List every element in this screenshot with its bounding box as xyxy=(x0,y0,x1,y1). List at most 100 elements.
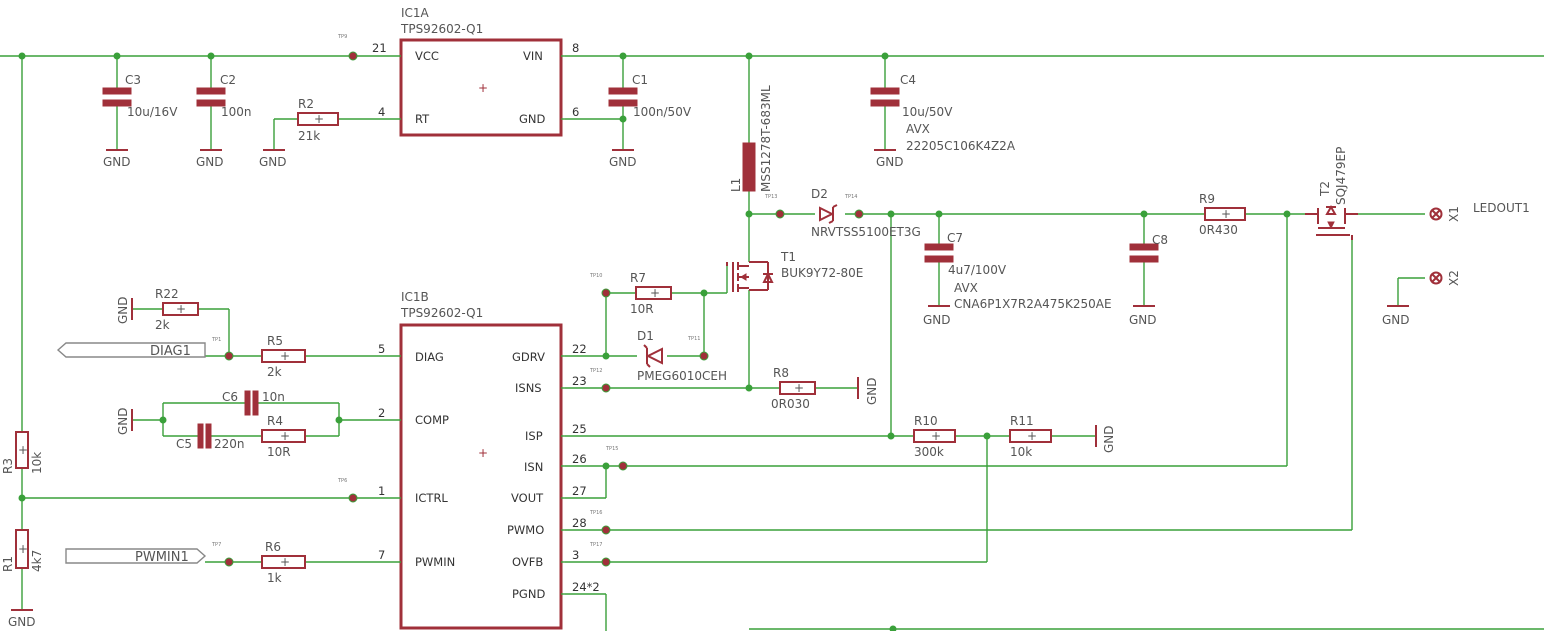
svg-text:TPS92602-Q1: TPS92602-Q1 xyxy=(400,306,483,320)
svg-text:R9: R9 xyxy=(1199,192,1215,206)
svg-text:AVX: AVX xyxy=(906,122,930,136)
svg-text:GND: GND xyxy=(116,296,130,324)
capacitor-c6: C6 10n xyxy=(222,390,285,416)
svg-text:C1: C1 xyxy=(632,73,648,87)
svg-text:PWMO: PWMO xyxy=(507,523,544,537)
svg-text:2k: 2k xyxy=(155,318,170,332)
svg-text:C7: C7 xyxy=(947,231,963,245)
svg-text:5: 5 xyxy=(378,342,385,356)
svg-text:4u7/100V: 4u7/100V xyxy=(948,263,1007,277)
gnd-comp: GND xyxy=(116,407,133,435)
svg-text:10u/16V: 10u/16V xyxy=(127,105,178,119)
svg-text:3: 3 xyxy=(572,548,579,562)
svg-text:D2: D2 xyxy=(811,187,828,201)
testpoint-tp12: TP12 xyxy=(589,368,611,393)
svg-text:ICTRL: ICTRL xyxy=(415,491,448,505)
svg-text:21: 21 xyxy=(372,41,387,55)
svg-text:100n: 100n xyxy=(221,105,252,119)
svg-text:C5: C5 xyxy=(176,437,192,451)
svg-text:TP9: TP9 xyxy=(337,34,347,40)
gnd-c2: GND xyxy=(196,149,224,169)
svg-text:TP13: TP13 xyxy=(764,194,777,200)
svg-text:25: 25 xyxy=(572,422,587,436)
svg-text:10R: 10R xyxy=(267,445,291,459)
svg-text:LEDOUT1: LEDOUT1 xyxy=(1473,201,1530,215)
svg-text:ISNS: ISNS xyxy=(515,381,542,395)
svg-text:GND: GND xyxy=(103,155,131,169)
svg-text:T1: T1 xyxy=(780,250,796,264)
resistor-r10: + R10 300k xyxy=(913,414,956,459)
gnd-x2: GND xyxy=(1382,305,1410,327)
svg-text:C4: C4 xyxy=(900,73,916,87)
svg-text:TP14: TP14 xyxy=(844,194,857,200)
testpoint-tp16: TP16 xyxy=(589,510,611,535)
svg-text:AVX: AVX xyxy=(954,281,978,295)
resistor-r22: + R22 2k xyxy=(155,287,199,332)
svg-text:CNA6P1X7R2A475K250AE: CNA6P1X7R2A475K250AE xyxy=(954,297,1112,311)
svg-text:24*2: 24*2 xyxy=(572,580,600,594)
testpoint-tp14: TP14 xyxy=(844,194,864,219)
svg-text:+: + xyxy=(1221,207,1231,221)
svg-text:+: + xyxy=(794,381,804,395)
svg-text:TP10: TP10 xyxy=(589,273,602,279)
svg-text:SQJ479EP: SQJ479EP xyxy=(1334,147,1348,205)
port-pwmin1: PWMIN1 xyxy=(65,548,207,565)
gnd-r8: GND xyxy=(857,377,879,405)
resistor-r5: + R5 2k xyxy=(261,334,306,379)
svg-text:DIAG: DIAG xyxy=(415,350,444,364)
junctions xyxy=(18,52,1291,631)
svg-text:RT: RT xyxy=(415,112,430,126)
gnd-r11: GND xyxy=(1095,425,1116,453)
svg-text:23: 23 xyxy=(572,374,587,388)
connector-x2: X2 xyxy=(1429,270,1461,286)
svg-text:+: + xyxy=(176,302,186,316)
svg-text:R8: R8 xyxy=(773,366,789,380)
svg-text:TP15: TP15 xyxy=(605,446,618,452)
capacitor-c2: C2 100n xyxy=(196,73,252,119)
resistor-r2: + R2 21k xyxy=(297,97,339,143)
capacitor-c1: C1 100n/50V xyxy=(608,73,692,119)
ic1a-block: IC1A TPS92602-Q1 VCC RT VIN GND 21 4 8 6… xyxy=(370,6,579,137)
gnd-c8: GND xyxy=(1129,305,1157,327)
svg-text:PWMIN: PWMIN xyxy=(415,555,455,569)
svg-text:6: 6 xyxy=(572,105,579,119)
svg-text:+: + xyxy=(314,112,324,126)
svg-text:D1: D1 xyxy=(637,329,654,343)
capacitor-c5: C5 220n xyxy=(176,423,245,451)
gnd-c3: GND xyxy=(103,149,131,169)
svg-text:+: + xyxy=(280,349,290,363)
svg-text:7: 7 xyxy=(378,548,385,562)
svg-text:TP17: TP17 xyxy=(589,542,602,548)
svg-text:GND: GND xyxy=(609,155,637,169)
svg-text:PMEG6010CEH: PMEG6010CEH xyxy=(637,369,727,383)
svg-text:GND: GND xyxy=(259,155,287,169)
svg-text:GND: GND xyxy=(8,615,36,629)
svg-text:VCC: VCC xyxy=(415,49,439,63)
svg-text:R22: R22 xyxy=(155,287,179,301)
svg-text:8: 8 xyxy=(572,41,579,55)
svg-text:TPS92602-Q1: TPS92602-Q1 xyxy=(400,22,483,36)
svg-text:TP11: TP11 xyxy=(687,336,700,342)
svg-text:R3: R3 xyxy=(1,458,15,474)
svg-text:R5: R5 xyxy=(267,334,283,348)
gnd-c4: GND xyxy=(874,149,904,169)
resistor-r6: + R6 1k xyxy=(261,540,306,585)
diode-d2: D2 NRVTSS5100ET3G xyxy=(811,187,921,239)
svg-text:10k: 10k xyxy=(1010,445,1032,459)
svg-text:R7: R7 xyxy=(630,271,646,285)
svg-text:+: + xyxy=(478,81,488,95)
svg-text:TP12: TP12 xyxy=(589,368,602,374)
svg-text:ISP: ISP xyxy=(525,429,543,443)
svg-text:C2: C2 xyxy=(220,73,236,87)
svg-text:R6: R6 xyxy=(265,540,281,554)
diode-d1: D1 PMEG6010CEH xyxy=(637,329,727,383)
svg-text:ISN: ISN xyxy=(524,460,543,474)
svg-text:21k: 21k xyxy=(298,129,320,143)
svg-text:VIN: VIN xyxy=(523,49,543,63)
svg-text:GND: GND xyxy=(1102,425,1116,453)
testpoint-tp13: TP13 xyxy=(764,194,785,219)
connector-x1: X1 LEDOUT1 xyxy=(1429,201,1530,222)
svg-text:BUK9Y72-80E: BUK9Y72-80E xyxy=(781,266,863,280)
svg-text:GND: GND xyxy=(923,313,951,327)
svg-text:GND: GND xyxy=(876,155,904,169)
